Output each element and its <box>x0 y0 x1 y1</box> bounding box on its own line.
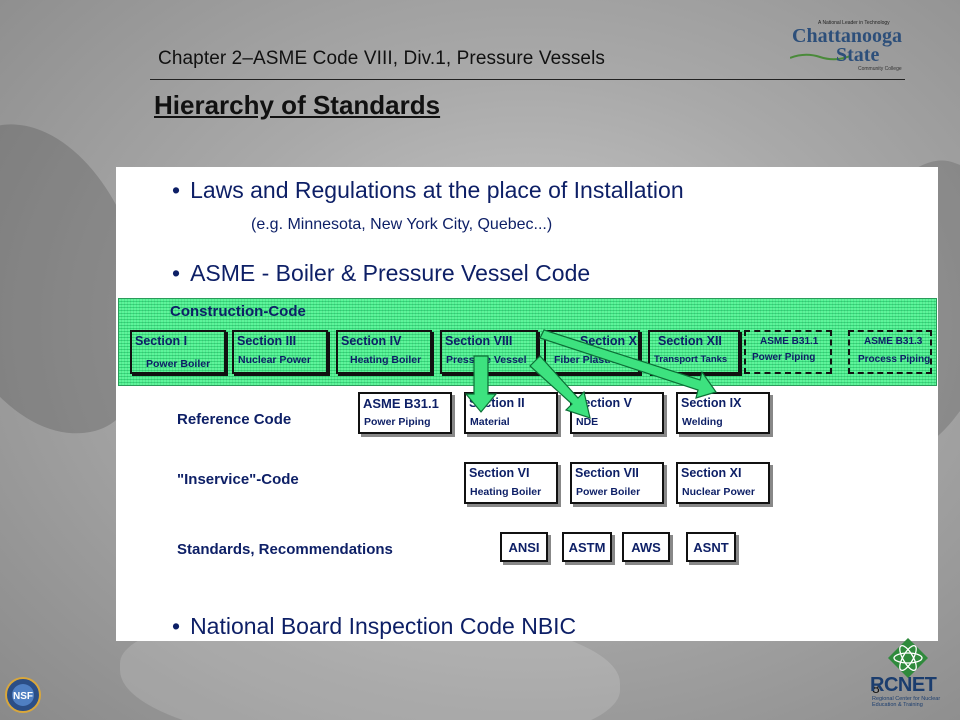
box-title: ASME B31.1 <box>363 396 439 411</box>
box-subtitle: Power Piping <box>364 416 431 428</box>
box-subtitle: Heating Boiler <box>350 354 422 366</box>
box-title: Section VI <box>469 466 530 480</box>
box-title: Section IX <box>681 396 742 410</box>
box-inservice-section-vii: Section VII Power Boiler <box>570 462 664 504</box>
box-title: Section IV <box>341 334 402 348</box>
std-label: ASNT <box>693 540 729 555</box>
bullet-asme: •ASME - Boiler & Pressure Vessel Code <box>172 260 591 286</box>
box-subtitle: Nuclear Power <box>238 354 311 366</box>
box-subtitle: Power Boiler <box>146 358 211 370</box>
std-label: AWS <box>631 540 661 555</box>
box-title: Section II <box>469 396 525 410</box>
box-title: Section V <box>575 396 632 410</box>
inservice-code-label: "Inservice"-Code <box>177 471 299 488</box>
box-ref-section-ix: Section IX Welding <box>676 392 770 434</box>
box-title: Section VIII <box>445 334 513 348</box>
standards-label: Standards, Recommendations <box>177 541 393 558</box>
bullet-nbic: •National Board Inspection Code NBIC <box>172 613 577 639</box>
std-label: ASTM <box>568 540 606 555</box>
box-subtitle: Welding <box>682 416 723 428</box>
box-title: ASME B31.3 <box>864 336 923 347</box>
logo-tagline: A National Leader in Technology <box>818 20 890 26</box>
box-section-i: Section I Power Boiler <box>130 330 226 374</box>
nsf-text: NSF <box>13 691 33 702</box>
box-ref-asme-b31-1: ASME B31.1 Power Piping <box>358 392 452 434</box>
box-subtitle: Pressure Vessel <box>446 354 527 366</box>
bullet-laws-note: (e.g. Minnesota, New York City, Quebec..… <box>251 216 553 233</box>
logo-word-chattanooga: Chattanooga <box>792 25 903 47</box>
bullet-asme-text: ASME - Boiler & Pressure Vessel Code <box>190 260 591 286</box>
box-title: Section XII <box>658 334 722 348</box>
box-title: Section XI <box>681 466 742 480</box>
chattanooga-state-logo: A National Leader in Technology Chattano… <box>788 20 908 72</box>
box-subtitle: Power Boiler <box>576 486 641 498</box>
page-number: 8 <box>872 680 880 696</box>
box-inservice-section-xi: Section XI Nuclear Power <box>676 462 770 504</box>
logo-wave-icon <box>790 53 850 61</box>
box-section-x: Section X Fiber Plastics <box>544 330 640 374</box>
rcnet-atom-icon <box>888 638 928 678</box>
logo-word-state: State <box>836 44 880 66</box>
box-title: Section VII <box>575 466 639 480</box>
box-ref-section-v: Section V NDE <box>570 392 664 434</box>
construction-code-label: Construction-Code <box>170 303 306 320</box>
reference-code-label: Reference Code <box>177 411 292 428</box>
box-title: Section X <box>580 334 637 348</box>
std-aws: AWS <box>622 532 670 562</box>
box-title: ASME B31.1 <box>760 336 819 347</box>
std-label: ANSI <box>508 540 540 555</box>
box-subtitle: Power Piping <box>752 352 816 363</box>
chapter-heading: Chapter 2–ASME Code VIII, Div.1, Pressur… <box>158 48 606 69</box>
box-subtitle: Transport Tanks <box>654 354 728 365</box>
rcnet-wordmark: RCNET <box>870 674 937 696</box>
box-subtitle: Material <box>470 416 510 428</box>
box-asme-b31-3: ASME B31.3 Process Piping <box>848 330 932 374</box>
construction-code-band <box>118 298 937 386</box>
slide-title: Hierarchy of Standards <box>154 90 441 120</box>
header-rule <box>150 79 905 80</box>
box-section-iv: Section IV Heating Boiler <box>336 330 432 374</box>
box-subtitle: NDE <box>576 416 599 428</box>
box-ref-section-ii: Section II Material <box>464 392 558 434</box>
nsf-logo-icon: NSF <box>5 677 41 713</box>
bullet-laws: •Laws and Regulations at the place of In… <box>172 177 684 203</box>
box-inservice-section-vi: Section VI Heating Boiler <box>464 462 558 504</box>
box-section-xii: Section XII Transport Tanks <box>648 330 740 374</box>
box-title: Section I <box>135 334 188 348</box>
bullet-laws-text: Laws and Regulations at the place of Ins… <box>190 177 684 203</box>
box-title: Section III <box>237 334 297 348</box>
rcnet-logo: RCNET Regional Center for Nuclear Educat… <box>866 636 950 720</box>
std-asnt: ASNT <box>686 532 736 562</box>
rcnet-subtitle: Regional Center for Nuclear Education & … <box>872 696 941 708</box>
box-subtitle: Nuclear Power <box>682 486 755 498</box>
box-section-viii: Section VIII Pressure Vessel <box>440 330 538 374</box>
box-subtitle: Heating Boiler <box>470 486 542 498</box>
box-section-iii: Section III Nuclear Power <box>232 330 328 374</box>
bullet-nbic-text: National Board Inspection Code NBIC <box>190 613 577 639</box>
std-ansi: ANSI <box>500 532 548 562</box>
box-asme-b31-1-construction: ASME B31.1 Power Piping <box>744 330 832 374</box>
box-subtitle: Fiber Plastics <box>554 354 623 366</box>
std-astm: ASTM <box>562 532 612 562</box>
box-subtitle: Process Piping <box>858 354 931 365</box>
logo-subtitle: Community College <box>858 66 902 72</box>
